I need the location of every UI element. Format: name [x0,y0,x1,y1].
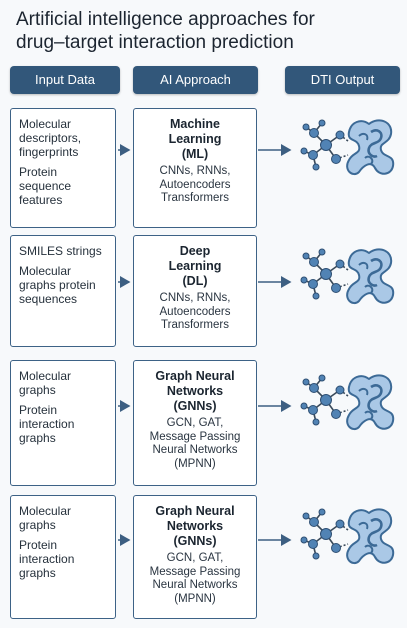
approach-name: Graph Neural Networks (GNNs) [134,504,256,549]
header-input-data: Input Data [10,66,120,94]
molecule-icon [300,374,349,426]
dti-output-2 [300,248,395,305]
approach-name-line: (DL) [182,274,208,288]
approach-name-line: Networks [166,519,224,533]
figure-title: Artificial intelligence approaches for d… [16,8,396,54]
approach-name-line: Learning [168,132,222,146]
approach-name-line: Machine [169,117,220,131]
approach-box-gnn-2: Graph Neural Networks (GNNs) GCN, GAT, M… [133,495,257,619]
protein-icon [345,374,395,431]
method-line: Autoencoders [159,305,231,318]
method-line: Neural Networks [152,444,238,456]
approach-methods: GCN, GAT, Message Passing Neural Network… [134,417,256,471]
protein-icon [345,508,395,565]
title-line-2: drug–target interaction prediction [16,32,294,53]
approach-methods: CNNs, RNNs, Autoencoders Transformers [134,292,256,333]
input-item: Protein sequence features [19,165,72,207]
approach-name-line: (GNNs) [173,399,217,413]
approach-name-line: (GNNs) [173,534,217,548]
approach-name-line: Learning [168,259,222,273]
method-line: Message Passing [149,430,241,443]
method-line: Message Passing [149,565,241,578]
method-line: GCN, GAT, [166,552,224,564]
protein-icon [345,248,395,305]
dti-output-3 [300,374,395,431]
method-line: GCN, GAT, [166,417,224,429]
approach-methods: CNNs, RNNs, Autoencoders Transformers [134,165,256,206]
input-item: Protein interaction graphs [19,538,75,580]
header-dti-output: DTI Output [285,66,400,94]
method-line: Transformers [161,319,229,331]
dti-output-1 [300,119,395,176]
approach-name-line: Networks [166,384,224,398]
approach-name-line: (ML) [181,147,209,161]
approach-box-gnn: Graph Neural Networks (GNNs) GCN, GAT, M… [133,360,257,486]
header-ai-approach: AI Approach [133,66,258,94]
approach-name-line: Graph Neural [155,369,235,383]
molecule-icon [300,119,349,171]
input-item: SMILES strings [19,244,102,258]
method-line: (MPNN) [174,592,216,605]
molecule-icon [300,248,349,300]
approach-methods: GCN, GAT, Message Passing Neural Network… [134,552,256,606]
method-line: (MPNN) [174,457,216,470]
approach-name: Deep Learning (DL) [134,244,256,289]
approach-name: Graph Neural Networks (GNNs) [134,369,256,414]
input-item: Protein interaction graphs [19,403,75,445]
approach-name: Machine Learning (ML) [134,117,256,162]
method-line: CNNs, RNNs, [159,292,231,304]
method-line: Neural Networks [152,579,238,591]
input-item: Molecular descriptors, fingerprints [19,117,82,159]
input-box-gnn: Molecular graphs Protein interaction gra… [10,360,116,486]
approach-name-line: Deep [179,244,211,258]
protein-icon [345,119,395,176]
input-box-dl: SMILES strings Molecular graphs protein … [10,235,116,347]
title-line-1: Artificial intelligence approaches for [16,9,315,30]
method-line: CNNs, RNNs, [159,165,231,177]
method-line: Autoencoders [159,178,231,191]
approach-box-ml: Machine Learning (ML) CNNs, RNNs, Autoen… [133,108,257,228]
input-box-ml: Molecular descriptors, fingerprints Prot… [10,108,116,228]
approach-name-line: Graph Neural [155,504,235,518]
dti-output-4 [300,508,395,565]
approach-box-dl: Deep Learning (DL) CNNs, RNNs, Autoencod… [133,235,257,347]
input-item: Molecular graphs [19,504,72,532]
input-box-gnn-2: Molecular graphs Protein interaction gra… [10,495,116,619]
input-item: Molecular graphs protein sequences [19,264,96,306]
input-item: Molecular graphs [19,369,72,397]
method-line: Transformers [161,192,229,204]
molecule-icon [300,508,349,560]
